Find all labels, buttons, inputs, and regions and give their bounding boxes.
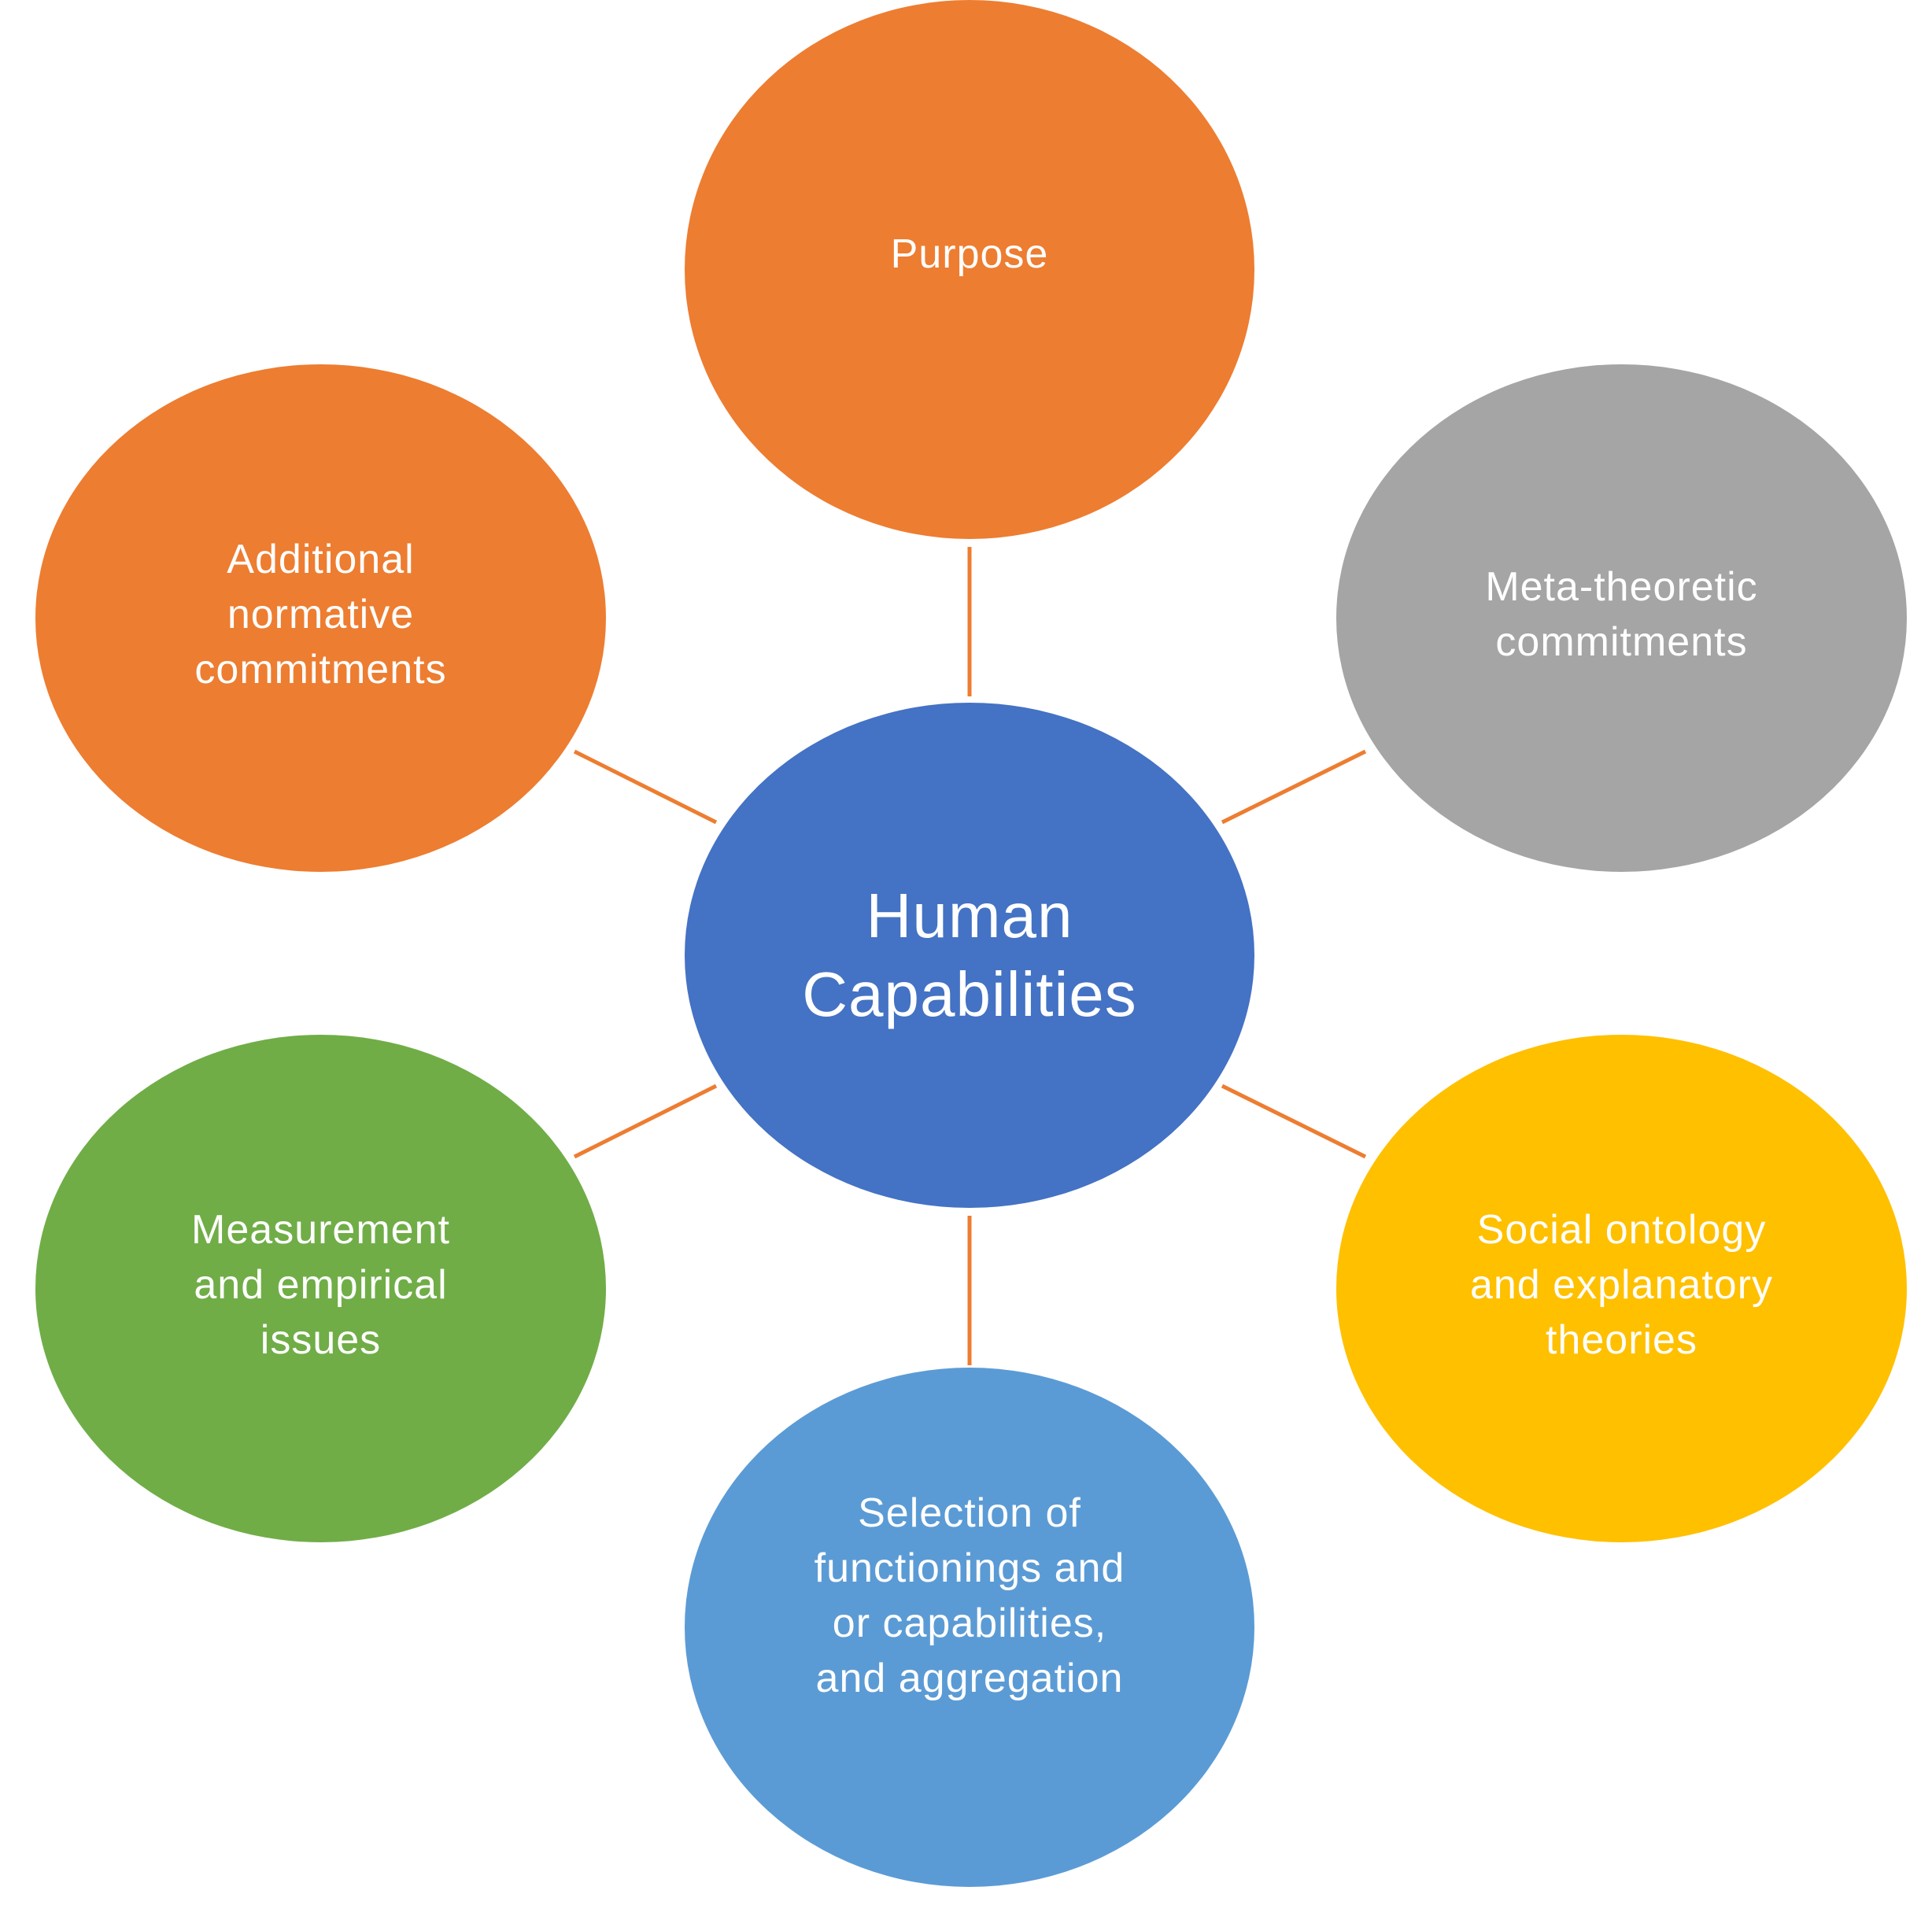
node-additional-normative-commitments-label: Additional normative commitments (194, 536, 447, 692)
node-purpose-label: Purpose (890, 231, 1049, 277)
node-selection-functionings-aggregation: Selection of functionings and or capabil… (685, 1368, 1254, 1887)
node-selection-functionings-aggregation-label: Selection of functionings and or capabil… (814, 1490, 1125, 1701)
node-social-ontology-explanatory-theories: Social ontology and explanatory theories (1336, 1035, 1907, 1542)
node-human-capabilities: Human Capabilities (685, 703, 1254, 1208)
node-social-ontology-explanatory-theories-label: Social ontology and explanatory theories (1469, 1206, 1774, 1363)
connector-lower-left (573, 1084, 718, 1159)
node-meta-theoretic-commitments-label: Meta-theoretic commitments (1485, 563, 1758, 665)
node-measurement-empirical-issues-label: Measurement and empirical issues (191, 1206, 450, 1363)
node-human-capabilities-label: Human Capabilities (802, 881, 1137, 1029)
node-purpose: Purpose (685, 0, 1254, 539)
node-meta-theoretic-commitments: Meta-theoretic commitments (1336, 364, 1907, 872)
connector-upper-left (573, 749, 718, 825)
connector-lower-right (1221, 1084, 1367, 1159)
node-measurement-empirical-issues: Measurement and empirical issues (35, 1035, 606, 1542)
connector-upper-right (1221, 749, 1367, 825)
node-additional-normative-commitments: Additional normative commitments (35, 364, 606, 872)
